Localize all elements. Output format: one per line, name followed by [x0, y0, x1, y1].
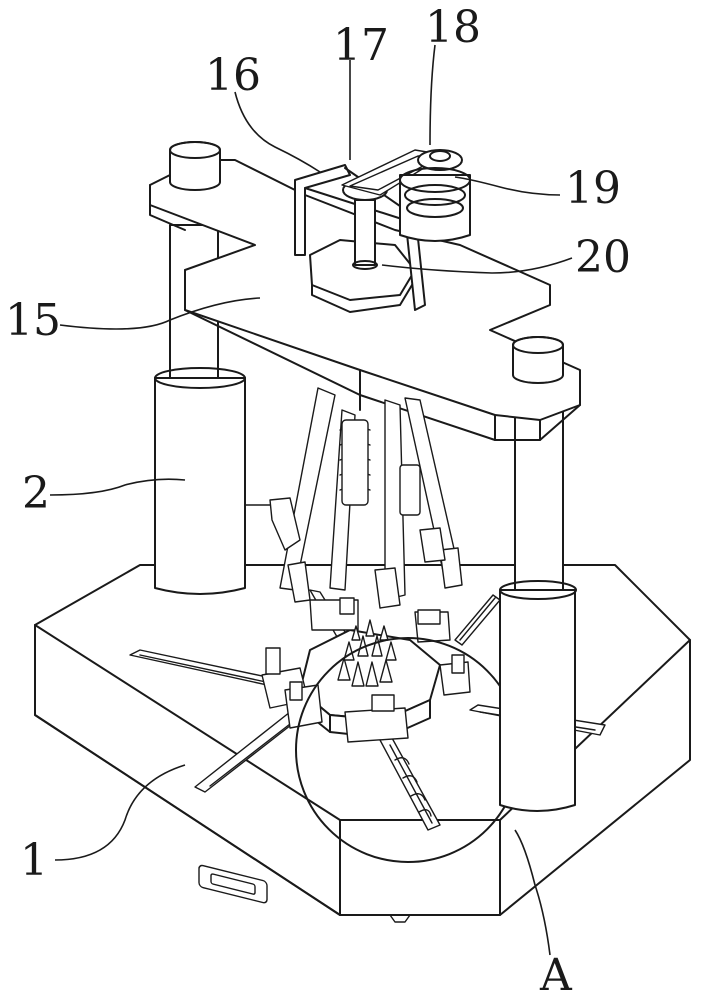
clamp-blocks [261, 597, 471, 743]
label-column: 2 [22, 468, 50, 519]
column-right [499, 354, 577, 812]
center-fixture [261, 597, 471, 743]
part-labels: 1 2 15 16 17 18 19 20 A [5, 2, 631, 1000]
cone-cluster [337, 619, 397, 687]
base-plate [34, 564, 691, 923]
drive-assembly [294, 149, 471, 313]
gripper-arms [244, 387, 463, 609]
label-detail-a: A [539, 950, 573, 1000]
label-frame: 16 [205, 50, 261, 101]
leader-lines [49, 44, 573, 956]
label-top-plate: 15 [5, 295, 61, 346]
label-motor: 19 [565, 163, 621, 214]
label-shaft: 17 [333, 20, 389, 71]
label-gear: 18 [425, 2, 481, 53]
label-rod: 20 [575, 232, 631, 283]
label-base: 1 [20, 835, 48, 886]
